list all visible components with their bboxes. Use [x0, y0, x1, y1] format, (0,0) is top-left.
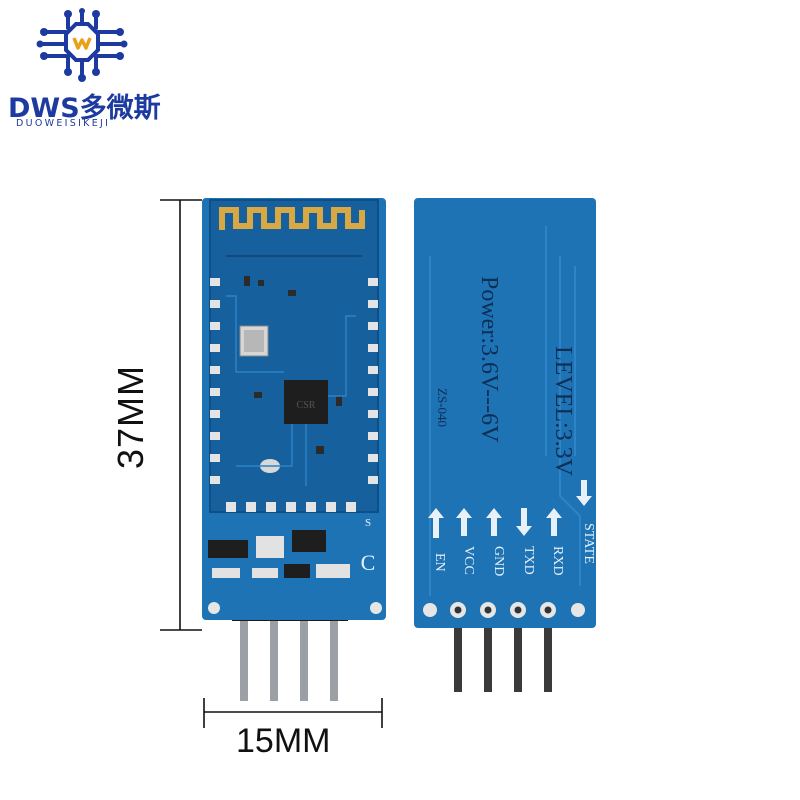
height-dimension-label: 37MM — [110, 364, 151, 470]
front-pin-letter: S — [365, 517, 371, 529]
front-c-mark: C — [361, 550, 376, 575]
back-header-pins — [454, 608, 552, 692]
pin-direction-arrows — [428, 480, 592, 538]
pin-label-vcc: VCC — [461, 546, 476, 575]
arrow-up-icon — [546, 508, 562, 536]
brand-logo-icon — [36, 8, 128, 82]
arrow-up-icon — [486, 508, 502, 536]
arrow-up-icon — [428, 508, 444, 538]
pin-label-state: STATE — [581, 523, 596, 564]
module-front-photo: CSR S C — [202, 198, 386, 701]
module-back-photo: ZS-040 Power:3.6V---6V LEVEL:3.3V EN VCC… — [414, 198, 596, 692]
brand-subtitle: DUOWEISIKEJI — [16, 118, 111, 129]
pin-label-en: EN — [432, 553, 447, 572]
arrow-up-icon — [456, 508, 472, 536]
power-label: Power:3.6V---6V — [476, 276, 502, 443]
arrow-down-icon — [516, 508, 532, 536]
pin-label-rxd: RXD — [550, 546, 565, 576]
pin-label-txd: TXD — [521, 546, 536, 575]
width-dimension-label: 15MM — [236, 722, 331, 760]
chip-label: CSR — [297, 400, 316, 411]
pin-label-gnd: GND — [491, 546, 506, 576]
model-label: ZS-040 — [435, 388, 450, 427]
width-dimension-line — [203, 698, 383, 728]
brand-name: DWS多微斯 — [8, 93, 161, 124]
level-label: LEVEL:3.3V — [550, 346, 576, 477]
arrow-down-icon — [576, 480, 592, 506]
height-dimension-line — [160, 199, 202, 631]
